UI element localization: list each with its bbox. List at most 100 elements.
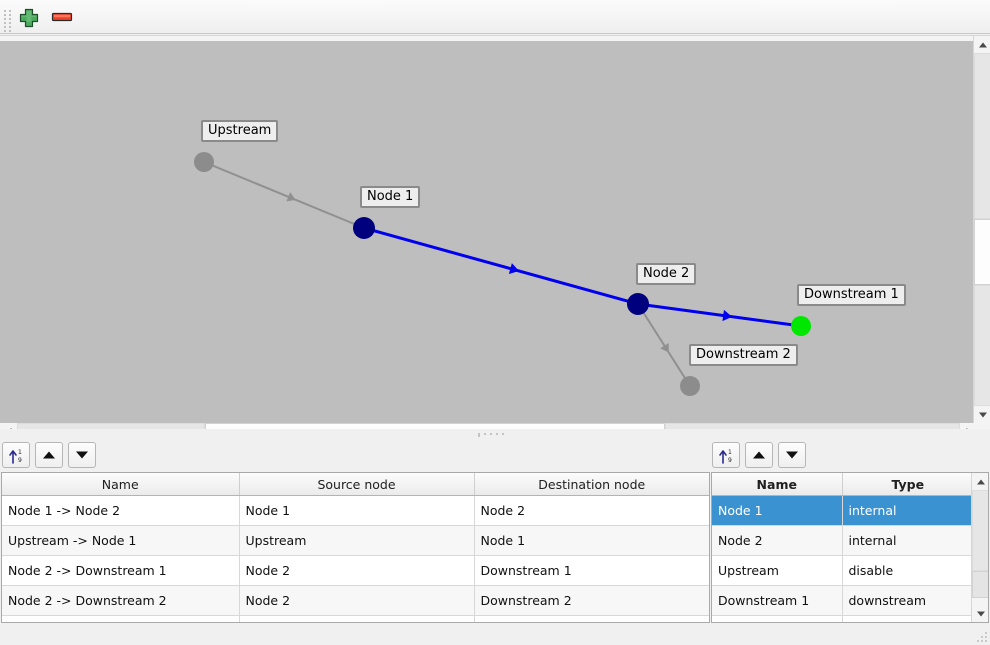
connections-table-cell[interactable]: Node 1 bbox=[239, 495, 475, 526]
connections-table-empty-row bbox=[2, 615, 709, 622]
connections-table-cell[interactable]: Node 2 -> Downstream 1 bbox=[2, 555, 240, 586]
connections-table-cell[interactable]: Node 2 -> Downstream 2 bbox=[2, 585, 240, 616]
main-toolbar bbox=[0, 0, 990, 34]
svg-text:1: 1 bbox=[728, 449, 732, 456]
triangle-down-icon bbox=[76, 451, 88, 459]
connections-table-cell[interactable]: Node 1 -> Node 2 bbox=[2, 495, 240, 526]
graph-node-label-node1[interactable]: Node 1 bbox=[360, 186, 421, 208]
graph-edge-arrow-upstream-node1 bbox=[286, 192, 296, 202]
connections-table-cell[interactable]: Node 2 bbox=[474, 495, 709, 526]
connections-table-column-header[interactable]: Destination node bbox=[474, 473, 709, 496]
graph-node-label-downstream1[interactable]: Downstream 1 bbox=[797, 284, 906, 306]
graph-node-downstream1[interactable] bbox=[791, 316, 811, 336]
connections-table-empty-cell bbox=[239, 615, 475, 622]
add-button[interactable] bbox=[14, 6, 44, 28]
connections-move-up-button[interactable] bbox=[35, 442, 63, 468]
nodes-table-cell[interactable]: internal bbox=[842, 525, 973, 556]
nodes-table-empty-row bbox=[712, 615, 973, 622]
sort-icon: 1 9 bbox=[9, 449, 22, 464]
connections-table-column-header[interactable]: Source node bbox=[239, 473, 475, 496]
connections-table-cell[interactable]: Upstream -> Node 1 bbox=[2, 525, 240, 556]
nodes-table-empty-cell bbox=[712, 615, 843, 622]
scroll-down-button[interactable] bbox=[972, 605, 988, 622]
graph-edge-node2-downstream2[interactable] bbox=[637, 303, 691, 387]
connections-table-column-header[interactable]: Name bbox=[2, 473, 240, 496]
window-resize-grip[interactable] bbox=[977, 632, 987, 642]
nodes-vertical-scrollbar[interactable] bbox=[971, 473, 988, 622]
connections-table-cell[interactable]: Node 1 bbox=[474, 525, 709, 556]
connections-move-down-button[interactable] bbox=[68, 442, 96, 468]
connections-table-empty-cell bbox=[474, 615, 709, 622]
connections-toolbar: 1 9 bbox=[2, 442, 101, 468]
graph-node-downstream2[interactable] bbox=[680, 376, 700, 396]
splitter-handle-dots bbox=[478, 433, 512, 437]
graph-edges-layer bbox=[203, 161, 802, 387]
sort-icon: 1 9 bbox=[719, 449, 732, 464]
graph-edge-node2-downstream1[interactable] bbox=[637, 302, 802, 328]
nodes-table-cell[interactable]: internal bbox=[842, 495, 973, 526]
panel-splitter[interactable] bbox=[0, 429, 990, 440]
connections-table-cell[interactable]: Upstream bbox=[239, 525, 475, 556]
graph-node-upstream[interactable] bbox=[194, 152, 214, 172]
canvas-vertical-scrollbar[interactable] bbox=[973, 36, 990, 423]
triangle-up-icon bbox=[978, 42, 987, 47]
scroll-down-button[interactable] bbox=[974, 406, 990, 423]
connections-table-cell[interactable]: Node 2 bbox=[239, 555, 475, 586]
nodes-table-column-header[interactable]: Type bbox=[842, 473, 973, 496]
minus-icon bbox=[51, 12, 73, 22]
triangle-down-icon bbox=[976, 611, 985, 616]
connections-table-cell[interactable]: Node 2 bbox=[239, 585, 475, 616]
graph-edge-upstream-node1[interactable] bbox=[203, 161, 365, 229]
triangle-down-icon bbox=[786, 451, 798, 459]
graph-node-label-upstream[interactable]: Upstream bbox=[201, 120, 279, 142]
graph-node-label-downstream2[interactable]: Downstream 2 bbox=[689, 344, 798, 366]
connections-table-cell[interactable]: Downstream 2 bbox=[474, 585, 709, 616]
plus-icon bbox=[19, 8, 39, 28]
nodes-table-cell[interactable]: Node 2 bbox=[712, 525, 843, 556]
scroll-track-lower[interactable] bbox=[974, 285, 990, 406]
connections-table-cell[interactable]: Downstream 1 bbox=[474, 555, 709, 586]
nodes-sort-button[interactable]: 1 9 bbox=[712, 442, 740, 468]
connections-table-empty-cell bbox=[2, 615, 240, 622]
graph-node-label-node2[interactable]: Node 2 bbox=[636, 263, 697, 285]
nodes-table-column-header[interactable]: Name bbox=[712, 473, 843, 496]
graph-edge-node1-node2[interactable] bbox=[363, 226, 639, 306]
nodes-vertical-scroll-thumb[interactable] bbox=[972, 571, 988, 598]
graph-node-node2[interactable] bbox=[627, 293, 649, 315]
nodes-table-cell[interactable]: disable bbox=[842, 555, 973, 586]
scroll-up-button[interactable] bbox=[974, 36, 990, 53]
nodes-move-down-button[interactable] bbox=[778, 442, 806, 468]
connections-sort-button[interactable]: 1 9 bbox=[2, 442, 30, 468]
nodes-table-cell[interactable]: Downstream 1 bbox=[712, 585, 843, 616]
remove-button[interactable] bbox=[47, 6, 77, 28]
graph-edge-arrow-node2-downstream1 bbox=[722, 309, 733, 322]
scroll-up-button[interactable] bbox=[972, 473, 988, 490]
scroll-track-upper[interactable] bbox=[974, 53, 990, 219]
toolbar-drag-grip[interactable] bbox=[4, 8, 11, 32]
canvas-vertical-scroll-thumb[interactable] bbox=[974, 219, 990, 285]
nodes-table-cell[interactable]: Node 1 bbox=[712, 495, 843, 526]
triangle-up-icon bbox=[976, 479, 985, 484]
nodes-move-up-button[interactable] bbox=[745, 442, 773, 468]
graph-edge-arrow-node2-downstream2 bbox=[660, 343, 669, 353]
triangle-up-icon bbox=[43, 451, 55, 459]
scroll-track-upper[interactable] bbox=[972, 490, 988, 571]
nodes-table-cell[interactable]: downstream bbox=[842, 585, 973, 616]
nodes-table-cell[interactable]: Upstream bbox=[712, 555, 843, 586]
graph-node-node1[interactable] bbox=[353, 217, 375, 239]
